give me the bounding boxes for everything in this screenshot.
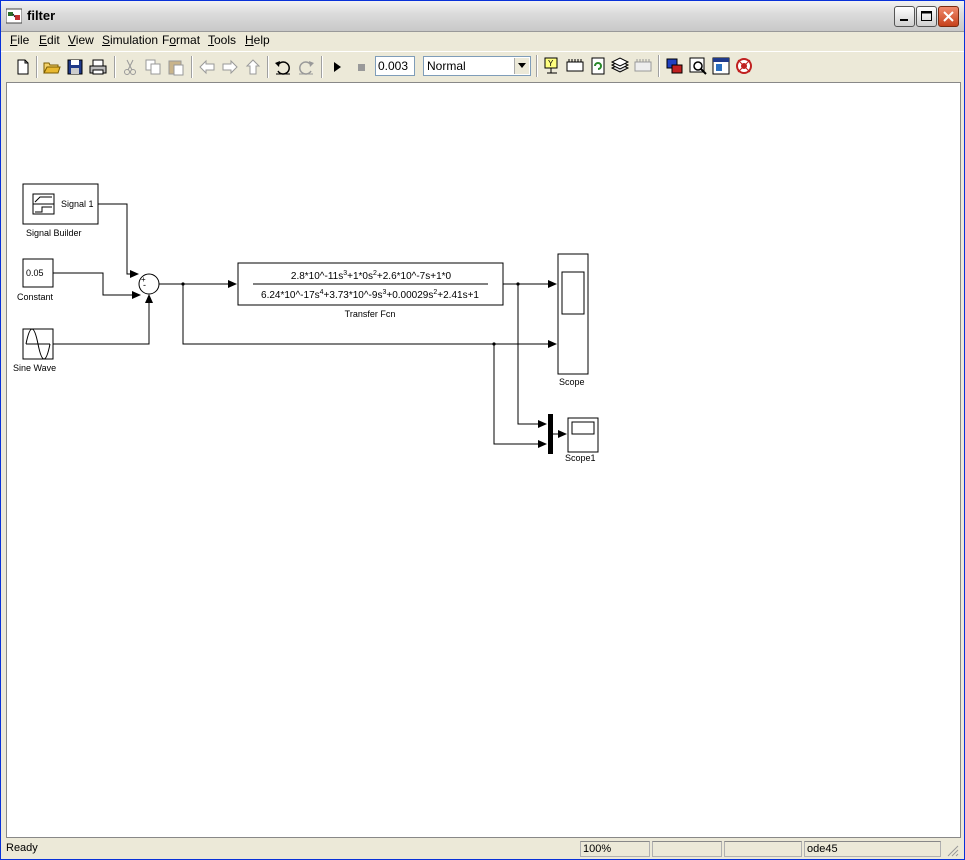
model-canvas[interactable]: Signal 1 Signal Builder 0.05 Constant Si… <box>6 82 961 838</box>
save-disk-icon[interactable] <box>65 57 85 77</box>
toolbar-separator <box>36 56 38 78</box>
branch-points <box>181 282 520 346</box>
menu-bar: File Edit View Simulation Format Tools H… <box>1 31 964 50</box>
print-icon[interactable] <box>88 57 108 77</box>
simulink-model-icon <box>5 8 23 24</box>
minimize-button[interactable] <box>894 6 915 27</box>
constant-label: Constant <box>17 292 54 302</box>
resize-grip-icon[interactable] <box>945 843 959 857</box>
up-arrow-icon[interactable] <box>243 57 263 77</box>
block-diagram: Signal 1 Signal Builder 0.05 Constant Si… <box>13 183 599 463</box>
redo-icon[interactable] <box>296 57 316 77</box>
signal-lines <box>53 203 567 448</box>
properties-icon[interactable] <box>711 56 731 76</box>
stop-simulation-icon[interactable] <box>351 57 371 77</box>
close-button[interactable] <box>938 6 959 27</box>
menu-format[interactable]: Format <box>162 33 201 47</box>
menu-help[interactable]: Help <box>245 33 270 47</box>
constant-value: 0.05 <box>26 268 44 278</box>
simulation-mode-value: Normal <box>427 59 466 73</box>
menu-file[interactable]: File <box>10 33 30 47</box>
transfer-fcn-denominator: 6.24*10^-17s4+3.73*10^-9s3+0.00029s2+2.4… <box>261 289 479 301</box>
build-icon[interactable]: Y <box>543 56 563 76</box>
forward-arrow-icon[interactable] <box>220 57 240 77</box>
sine-wave-label: Sine Wave <box>13 363 56 373</box>
library-browser-icon[interactable] <box>610 56 630 76</box>
chevron-down-icon[interactable] <box>514 58 529 74</box>
svg-text:Y: Y <box>548 59 554 68</box>
scope-block[interactable] <box>557 253 589 375</box>
menu-edit[interactable]: Edit <box>39 33 60 47</box>
toolbar <box>1 51 964 82</box>
refresh-icon[interactable] <box>588 56 608 76</box>
toolbar-separator <box>114 56 116 78</box>
toolbar-separator <box>658 55 660 77</box>
toolbar-separator <box>536 55 538 77</box>
copy-icon[interactable] <box>143 57 163 77</box>
scope-label: Scope <box>559 377 585 387</box>
model-explorer-icon[interactable] <box>633 56 653 76</box>
sum-sign-plus: + <box>141 275 146 284</box>
scope1-block[interactable] <box>567 417 599 453</box>
transfer-fcn-label: Transfer Fcn <box>345 309 396 319</box>
toolbar-separator <box>321 56 323 78</box>
transfer-fcn-numerator: 2.8*10^-11s3+1*0s2+2.6*10^-7s+1*0 <box>291 270 452 282</box>
update-diagram-icon[interactable] <box>565 56 585 76</box>
sum-sign-minus: - <box>143 280 146 290</box>
new-model-icon[interactable] <box>13 57 33 77</box>
cut-icon[interactable] <box>120 57 140 77</box>
menu-tools[interactable]: Tools <box>208 33 237 47</box>
status-cell-empty <box>724 841 802 857</box>
help-target-icon[interactable] <box>734 56 754 76</box>
transfer-fcn-block[interactable]: 2.8*10^-11s3+1*0s2+2.6*10^-7s+1*0 6.24*1… <box>237 262 504 306</box>
back-arrow-icon[interactable] <box>197 57 217 77</box>
toolbar-separator <box>267 56 269 78</box>
stop-time-input[interactable]: 0.003 <box>375 56 415 76</box>
status-cell-empty <box>652 841 722 857</box>
undo-icon[interactable] <box>273 57 293 77</box>
sine-wave-block[interactable] <box>22 328 54 360</box>
mux-block[interactable] <box>548 414 553 454</box>
simulation-mode-select[interactable]: Normal <box>423 56 531 76</box>
menu-view[interactable]: View <box>68 33 94 47</box>
maximize-button[interactable] <box>916 6 937 27</box>
status-text: Ready <box>6 842 38 854</box>
find-icon[interactable] <box>688 56 708 76</box>
menu-simulation[interactable]: Simulation <box>102 33 159 47</box>
signal-builder-block[interactable]: Signal 1 <box>22 183 99 225</box>
signal-builder-port-label: Signal 1 <box>61 199 94 209</box>
status-bar: Ready 100% ode45 <box>1 839 964 859</box>
constant-block[interactable]: 0.05 <box>22 258 54 288</box>
window-title: filter <box>27 8 56 23</box>
solver-name: ode45 <box>804 841 941 857</box>
scope1-label: Scope1 <box>565 453 596 463</box>
signal-builder-label: Signal Builder <box>26 228 82 238</box>
start-simulation-icon[interactable] <box>327 57 347 77</box>
paste-icon[interactable] <box>166 57 186 77</box>
zoom-level: 100% <box>580 841 650 857</box>
open-folder-icon[interactable] <box>42 57 62 77</box>
sum-block[interactable]: + - <box>138 273 160 295</box>
toolbar-separator <box>191 56 193 78</box>
debug-icon[interactable] <box>665 56 685 76</box>
title-bar[interactable]: filter <box>1 1 964 32</box>
